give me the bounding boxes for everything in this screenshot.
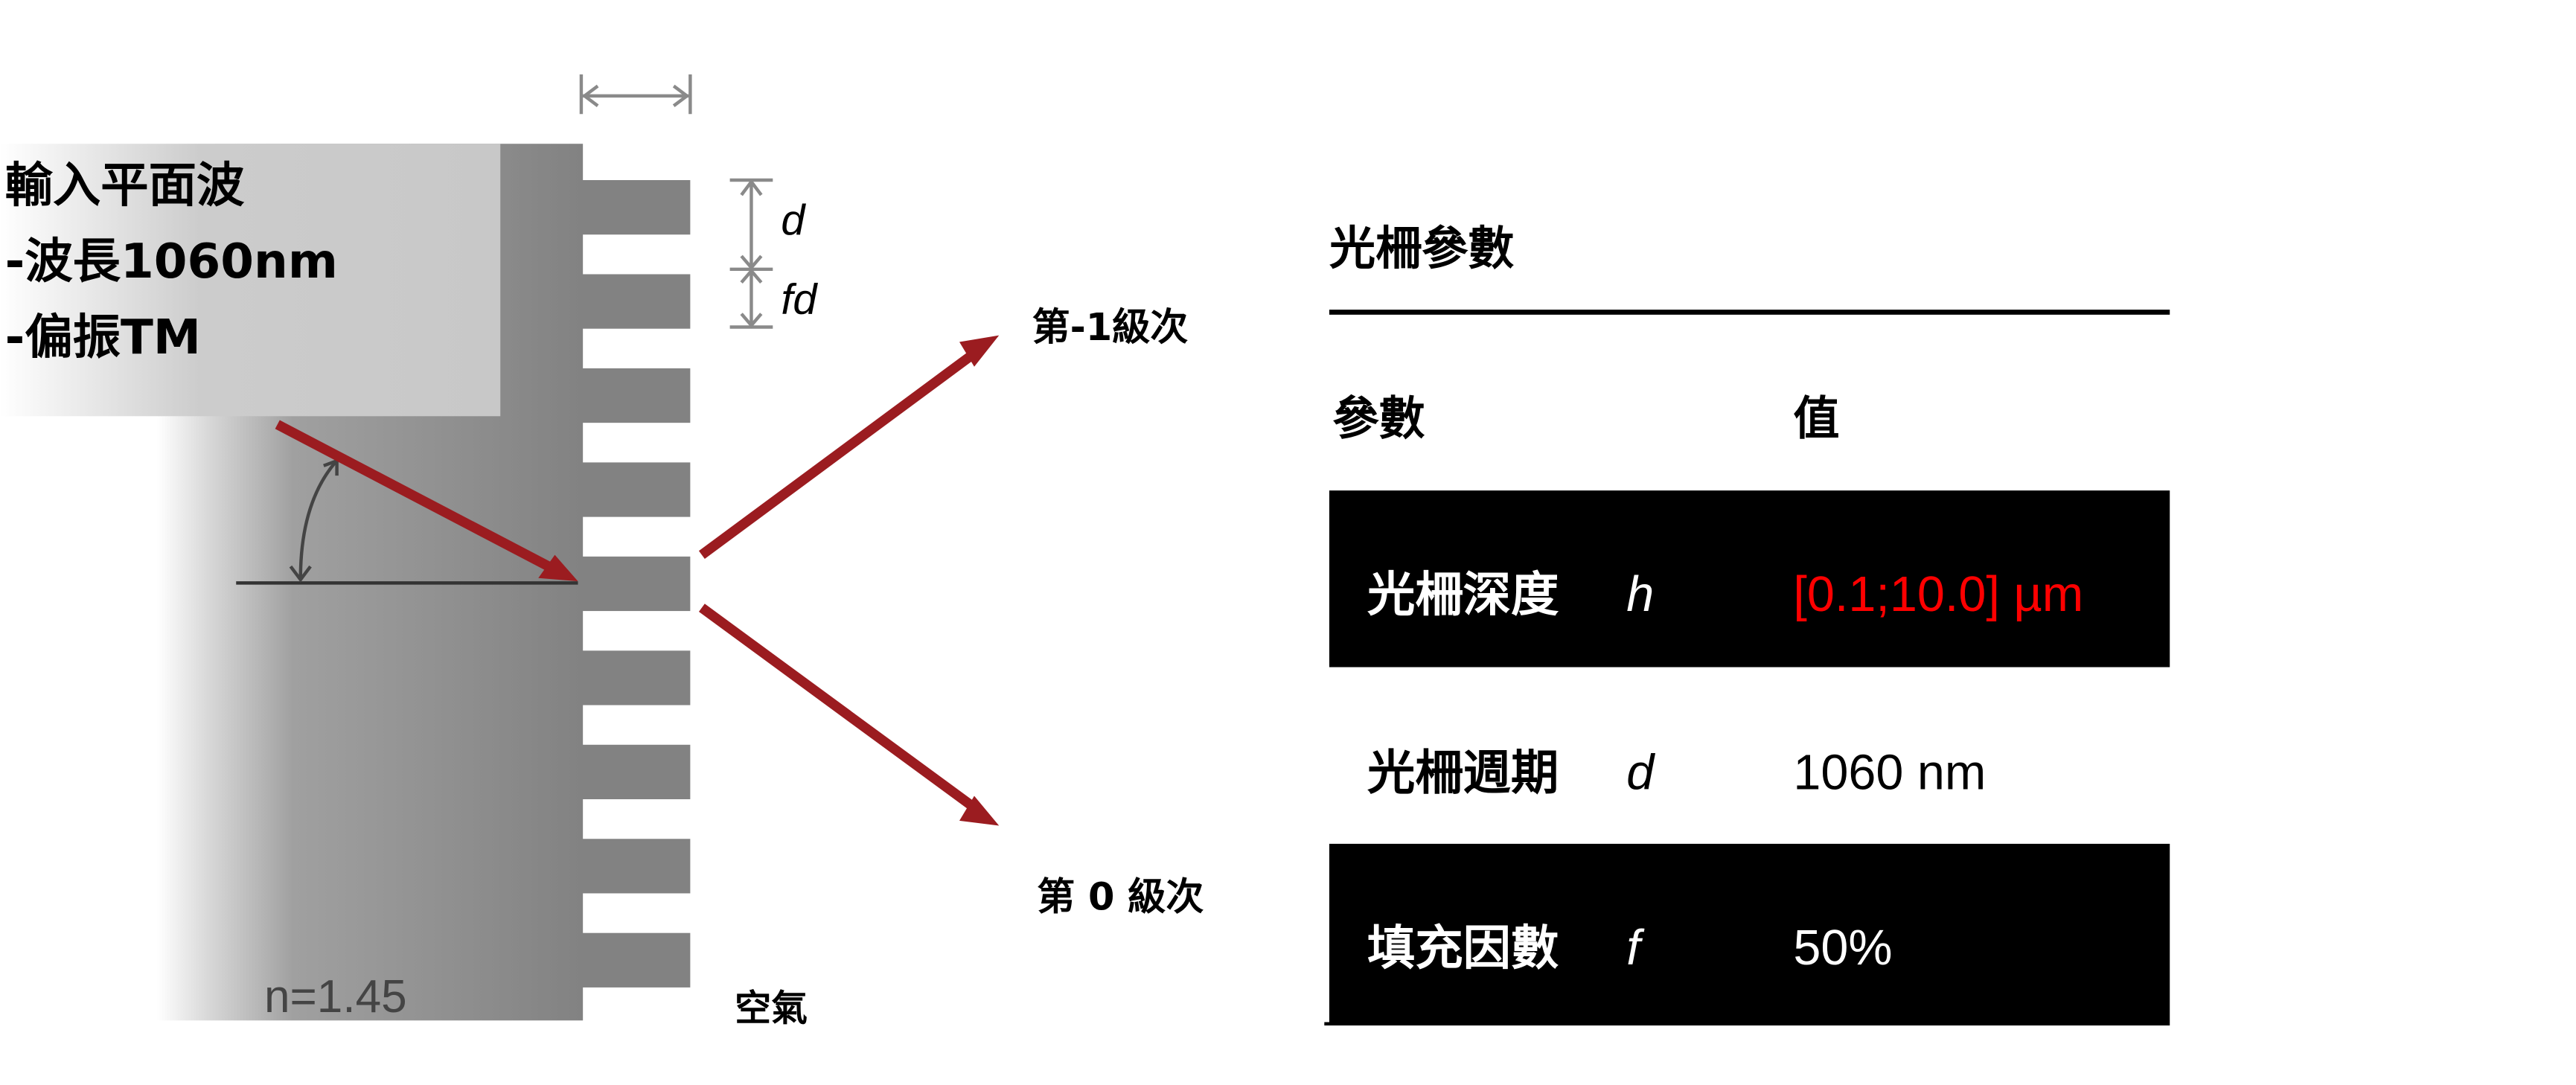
input-wavelength: -波長1060nm xyxy=(5,234,338,289)
row-value: 50% xyxy=(1793,921,1892,976)
table-row-bg xyxy=(1329,490,2170,668)
air-label: 空氣 xyxy=(735,987,808,1029)
grating-tooth xyxy=(581,368,691,423)
incident-arrow xyxy=(275,420,578,582)
order-minus1-label: 第-1級次 xyxy=(1032,306,1189,350)
order-minus1-arrow xyxy=(698,335,1000,559)
input-polarization: -偏振TM xyxy=(5,310,201,365)
table-row-bg xyxy=(1329,843,2170,1022)
grating-tooth xyxy=(581,462,691,517)
row-symbol: d xyxy=(1626,746,1655,801)
input-wave-box xyxy=(0,144,501,417)
grating-tooth xyxy=(581,932,691,988)
fill-label: fd xyxy=(781,276,818,324)
grating-tooth xyxy=(581,556,691,612)
row-name: 光柵深度 xyxy=(1367,567,1559,623)
substrate-index: n=1.45 xyxy=(264,971,407,1022)
period-label: d xyxy=(781,196,806,244)
input-wave-title: 輸入平面波 xyxy=(5,158,245,214)
row-symbol: h xyxy=(1626,567,1654,622)
period-dimension-arrow xyxy=(729,178,773,329)
parameter-table: 光柵參數 參數 值 光柵深度 h [0.1;10.0] µm 光柵週期 d 10… xyxy=(1324,221,2170,1025)
header-param: 參數 xyxy=(1332,391,1425,446)
grating-tooth xyxy=(581,274,691,329)
grating-tooth xyxy=(581,744,691,799)
grating-teeth xyxy=(581,180,691,988)
row-value: [0.1;10.0] µm xyxy=(1793,567,2083,622)
grating-tooth xyxy=(581,180,691,235)
table-title: 光柵參數 xyxy=(1329,221,1514,275)
row-value: 1060 nm xyxy=(1793,746,1986,801)
grating-tooth xyxy=(581,839,691,894)
grating-tooth xyxy=(581,650,691,705)
header-value: 值 xyxy=(1793,391,1839,446)
row-name: 光柵週期 xyxy=(1367,746,1559,801)
depth-dimension-arrow xyxy=(579,74,692,115)
order-0-arrow xyxy=(698,604,1000,826)
row-name: 填充因數 xyxy=(1367,921,1559,976)
order-0-label: 第 0 級次 xyxy=(1037,876,1204,920)
